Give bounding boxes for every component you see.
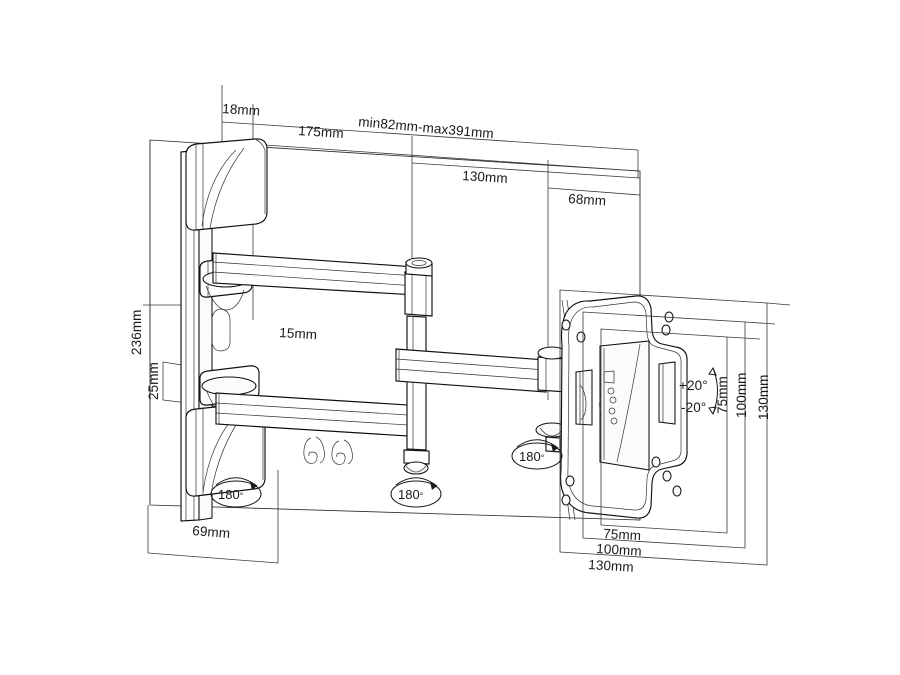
lower-arm	[215, 392, 425, 438]
rotation-badge-value: 180	[218, 487, 240, 502]
dimension-label-vesa-v75mm: 75mm	[715, 376, 730, 414]
tilt-label-down: -20°	[681, 400, 706, 415]
dimension-label-vesa-v100mm: 100mm	[734, 372, 749, 418]
tilt-label-up: +20°	[679, 378, 708, 393]
dimension-label-25mm: 25mm	[146, 362, 161, 400]
dimension-label-vesa-h75mm: 75mm	[603, 526, 642, 543]
rotation-badge-midjoint: 180°	[390, 477, 442, 508]
dimension-label-18mm: 18mm	[222, 101, 261, 118]
dimension-label-extension-range: min82mm-max391mm	[358, 114, 495, 141]
svg-text:180°: 180°	[519, 449, 545, 464]
dimension-label-69mm: 69mm	[192, 523, 231, 541]
svg-text:180°: 180°	[218, 487, 244, 502]
vesa-plate	[559, 295, 688, 519]
rotation-badge-degree: °	[240, 491, 244, 501]
dimension-label-236mm: 236mm	[129, 309, 144, 355]
dimension-label-130mm-top: 130mm	[462, 168, 508, 186]
rotation-badge-degree: °	[420, 491, 424, 501]
dimension-label-175mm: 175mm	[298, 123, 344, 141]
vesa-dimension-boxes	[559, 289, 791, 566]
dimension-label-vesa-v130mm: 130mm	[756, 374, 771, 420]
rotation-badge-value: 180	[398, 487, 420, 502]
rotation-badge-wallplate: 180°	[210, 477, 262, 508]
dimension-label-vesa-h130mm: 130mm	[588, 557, 634, 575]
wall-plate	[180, 138, 268, 522]
dimension-label-15mm: 15mm	[279, 325, 318, 342]
svg-text:180°: 180°	[398, 487, 424, 502]
rotation-badge-value: 180	[519, 449, 541, 464]
dimension-label-vesa-h100mm: 100mm	[596, 541, 642, 559]
tilt-arc-indicator	[708, 366, 718, 416]
cable-hooks	[303, 436, 353, 465]
dimension-label-68mm: 68mm	[568, 191, 607, 208]
extension-arm	[395, 348, 547, 393]
rotation-badge-headjoint: 180°	[511, 439, 563, 470]
rotation-badge-degree: °	[541, 453, 545, 463]
